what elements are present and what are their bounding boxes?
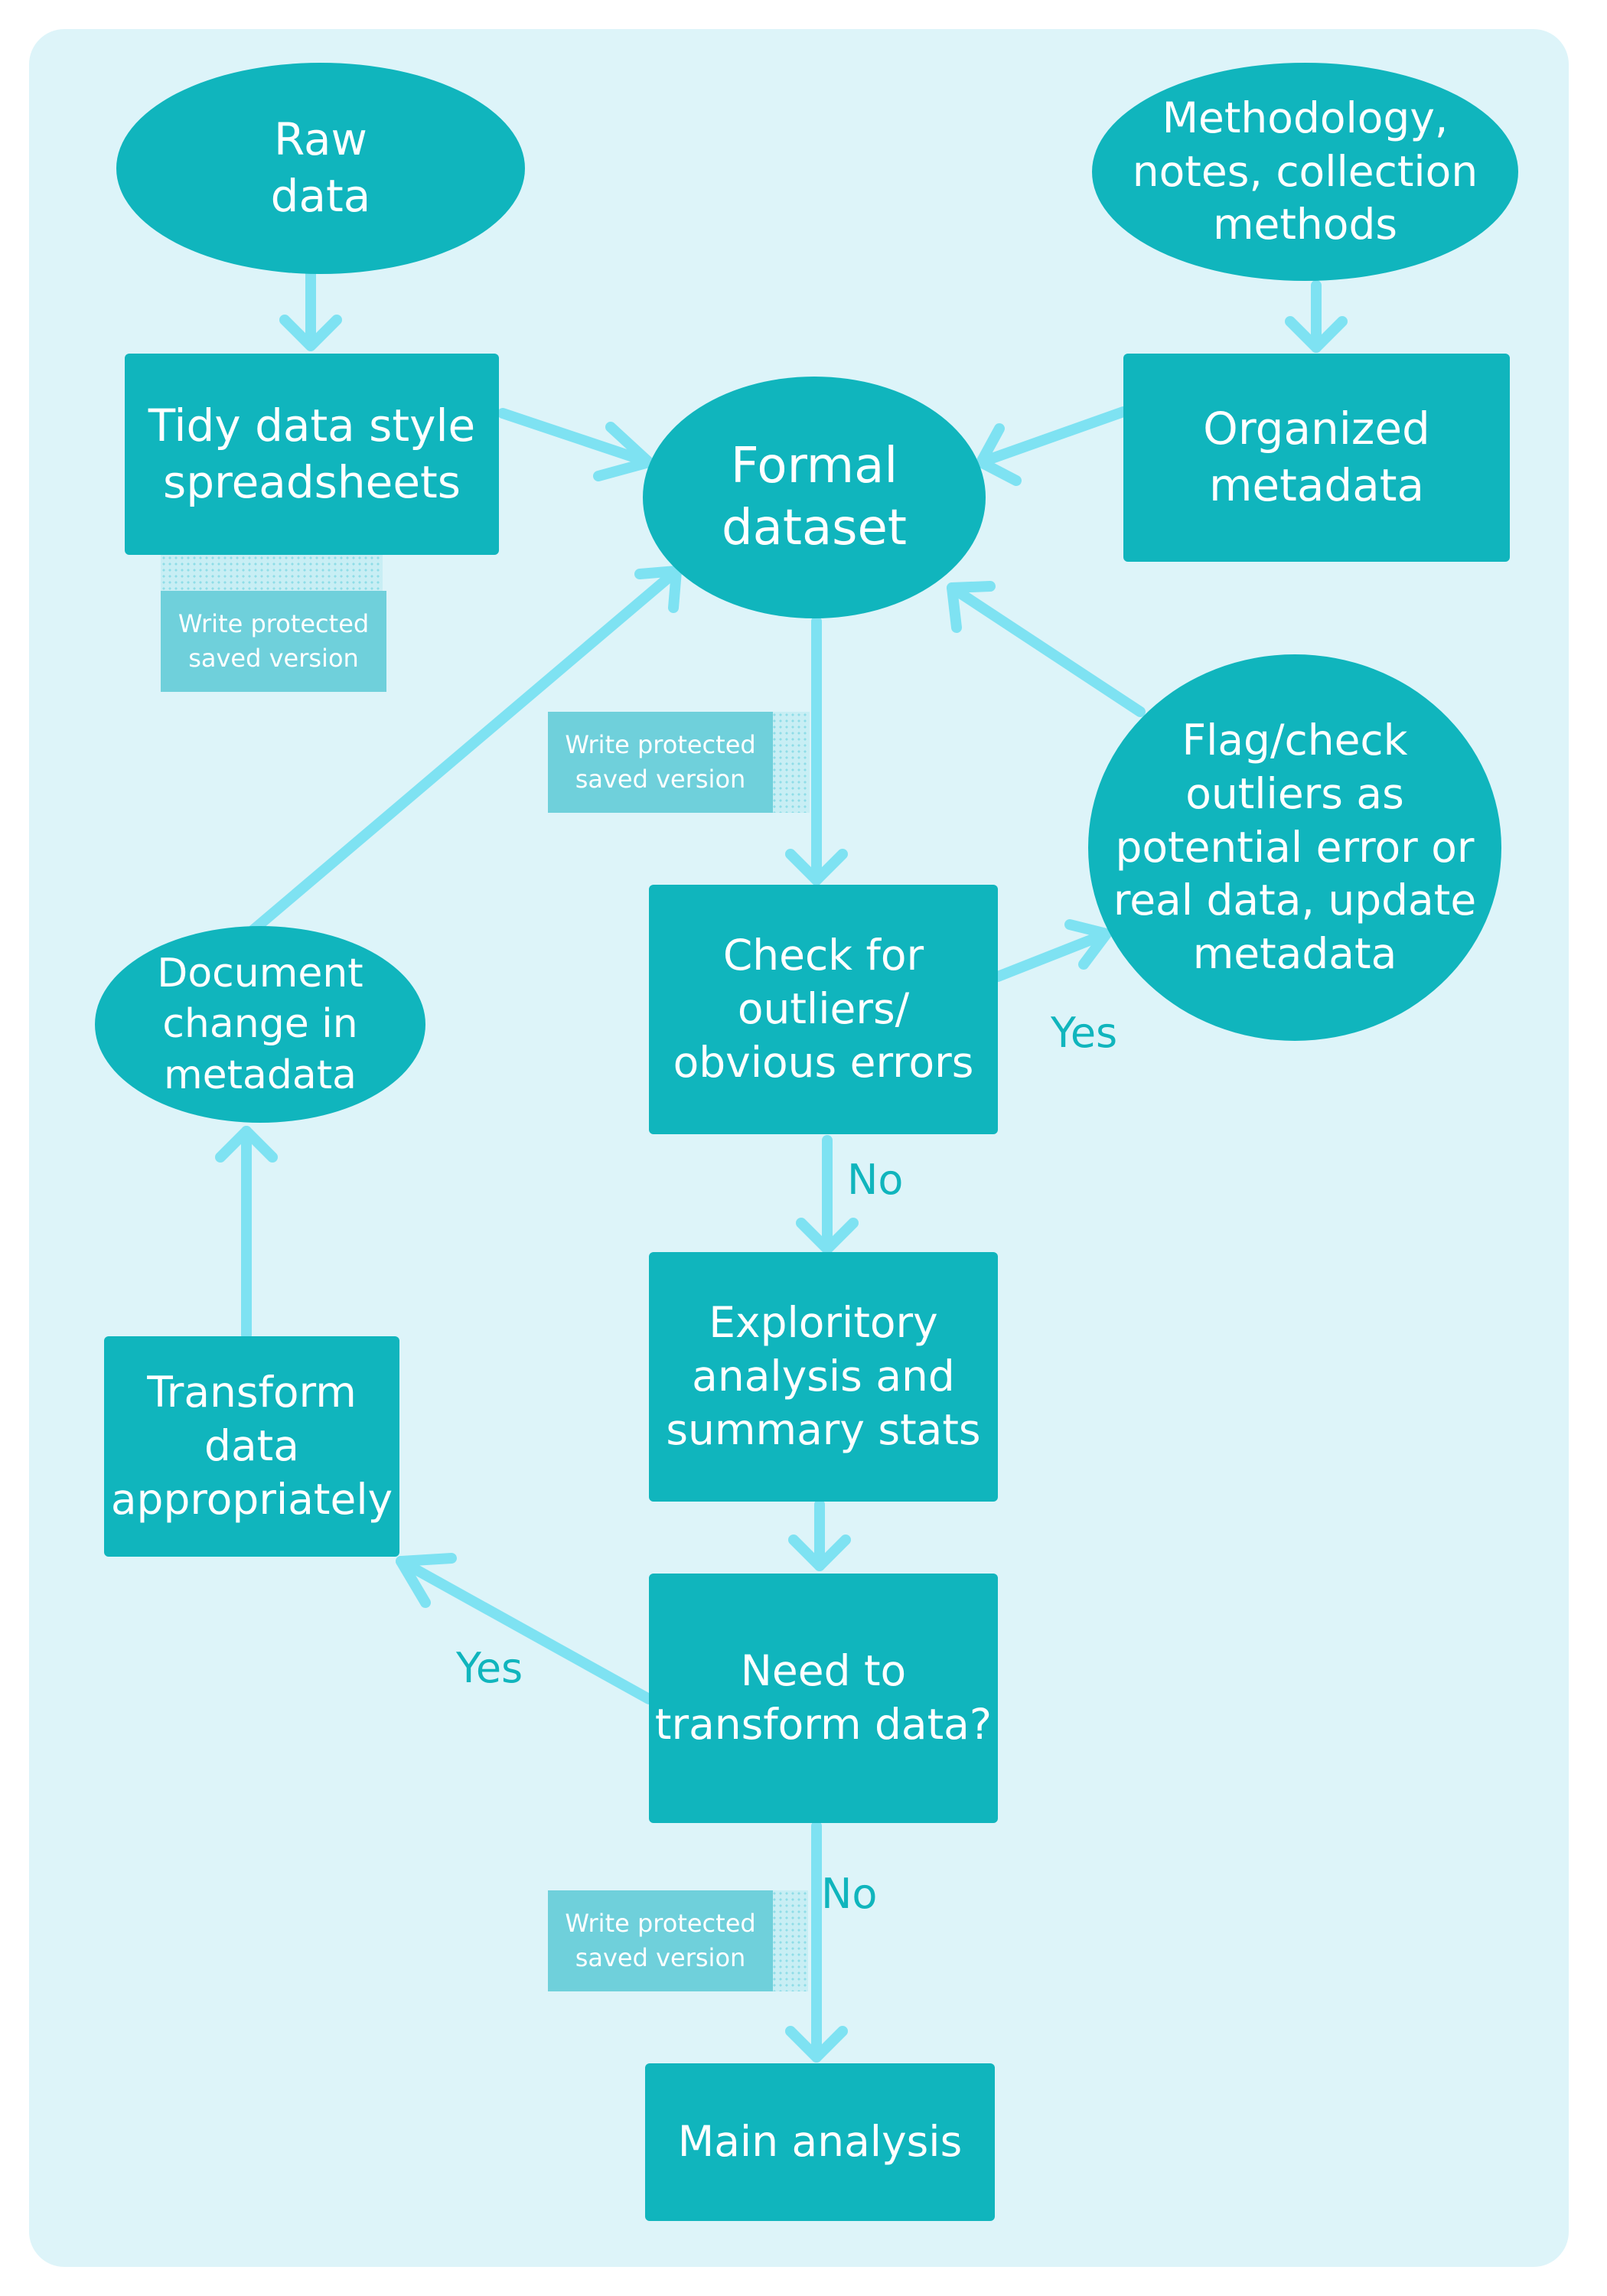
document-change-node: Document change in metadata	[95, 926, 425, 1123]
badge-shadow	[161, 555, 383, 595]
arrow-flag-to-formal	[947, 581, 1146, 717]
no-label: No	[847, 1156, 904, 1204]
no-label: No	[821, 1870, 878, 1918]
yes-label: Yes	[456, 1644, 523, 1692]
write-protected-badge: Write protected saved version	[548, 712, 773, 813]
transform-data-node: Transform data appropriately	[104, 1336, 399, 1557]
arrow-tidy-to-formal	[497, 408, 654, 481]
badge-shadow	[771, 712, 810, 813]
arrow-check-to-flag	[993, 919, 1112, 982]
arrow-need-to-main	[785, 1821, 848, 2063]
badge-shadow	[771, 1890, 808, 1991]
main-analysis-node: Main analysis	[645, 2063, 995, 2221]
arrow-raw-to-tidy	[279, 264, 342, 351]
methodology-node: Methodology, notes, collection methods	[1092, 63, 1518, 281]
raw-data-node: Raw data	[116, 63, 525, 274]
arrow-formal-to-check	[785, 616, 848, 885]
arrow-metadata-to-formal	[976, 406, 1129, 486]
write-protected-badge: Write protected saved version	[548, 1890, 773, 1991]
arrow-transform-to-document	[215, 1126, 278, 1340]
exploratory-analysis-node: Exploritory analysis and summary stats	[649, 1252, 998, 1502]
arrow-exploratory-to-need	[788, 1499, 851, 1571]
arrow-methodology-to-metadata	[1285, 280, 1348, 353]
arrow-need-to-transform	[396, 1553, 654, 1704]
arrow-document-to-formal	[248, 566, 682, 935]
flag-check-node: Flag/check outliers as potential error o…	[1088, 654, 1501, 1041]
write-protected-badge: Write protected saved version	[161, 591, 386, 692]
organized-metadata-node: Organized metadata	[1123, 354, 1510, 562]
arrow-check-to-exploratory	[796, 1135, 859, 1254]
yes-label: Yes	[1051, 1009, 1118, 1057]
check-outliers-node: Check for outliers/ obvious errors	[649, 885, 998, 1134]
tidy-data-node: Tidy data style spreadsheets	[125, 354, 499, 555]
formal-dataset-node: Formal dataset	[643, 377, 986, 618]
need-to-transform-node: Need to transform data?	[649, 1574, 998, 1823]
